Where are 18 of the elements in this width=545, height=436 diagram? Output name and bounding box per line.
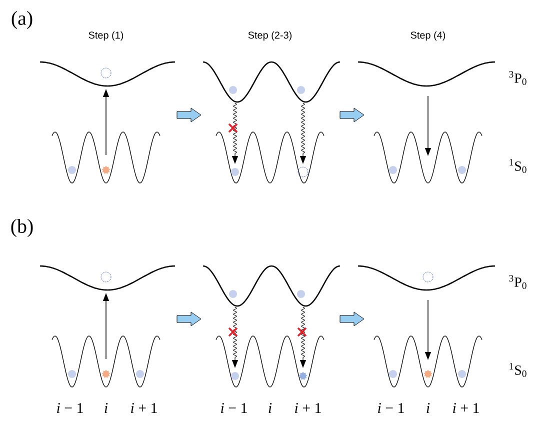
panel-label: (a) <box>12 10 32 30</box>
step-title: Step (2-3) <box>248 31 292 41</box>
level-label: $^{3}$P$_{0}$ <box>509 71 526 85</box>
level-label: $^{1}$S$_{0}$ <box>510 159 526 173</box>
level-label: $^{3}$P$_{0}$ <box>509 275 526 289</box>
site-index: i + 1 <box>131 403 157 413</box>
site-index: i <box>426 403 430 413</box>
panel-label: (b) <box>11 218 33 238</box>
site-index: i + 1 <box>453 403 479 413</box>
site-index: i − 1 <box>378 403 404 413</box>
site-index: i <box>104 403 108 413</box>
site-index: i + 1 <box>295 403 321 413</box>
step-title: Step (1) <box>88 31 124 41</box>
step-title: Step (4) <box>410 31 446 41</box>
site-index: i − 1 <box>221 403 247 413</box>
site-index: i <box>268 403 272 413</box>
site-index: i − 1 <box>57 403 83 413</box>
level-label: $^{1}$S$_{0}$ <box>510 363 526 377</box>
